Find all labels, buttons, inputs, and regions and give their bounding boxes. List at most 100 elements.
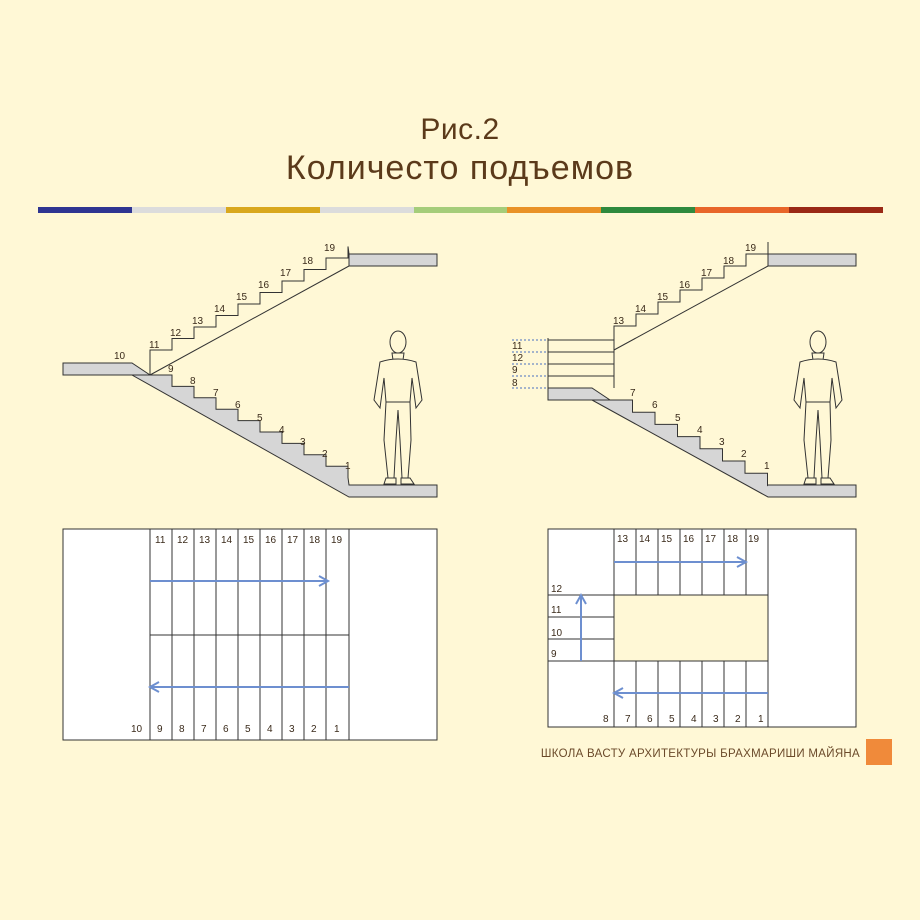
plan-step-number: 5 — [245, 724, 251, 735]
step-number: 4 — [697, 425, 703, 436]
color-stripe-segment — [225, 207, 320, 213]
color-stripe-segment — [38, 207, 132, 213]
lower-flight — [591, 399, 857, 498]
plan-step-number: 10 — [551, 628, 563, 639]
plan-step-number: 8 — [603, 714, 609, 725]
figure-caption: Количесто подъемов — [285, 149, 635, 187]
figure-number: Рис.2 — [420, 113, 500, 146]
plan-step-number: 1 — [334, 724, 340, 735]
step-number: 19 — [745, 243, 757, 254]
color-stripe — [38, 207, 884, 213]
lower-flight — [130, 374, 438, 498]
arrow-head — [575, 592, 587, 605]
plan-step-number: 18 — [727, 534, 739, 545]
color-stripe-segment — [789, 207, 884, 213]
upper-flight-steps — [149, 246, 350, 375]
step-number: 19 — [324, 243, 336, 254]
step-number: 16 — [679, 280, 691, 291]
plan-step-number: 4 — [267, 724, 273, 735]
step-number: 13 — [192, 316, 204, 327]
color-stripe-segment — [319, 207, 414, 213]
upper-flight-soffit — [613, 265, 769, 351]
plan-step-number: 17 — [287, 535, 299, 546]
plan-step-number: 1 — [758, 714, 764, 725]
step-number: 6 — [235, 400, 241, 411]
man-left-foot — [803, 477, 817, 485]
plan-step-number: 3 — [713, 714, 719, 725]
plan-step-number: 11 — [155, 535, 166, 546]
landing-slab — [62, 362, 152, 376]
man-head — [389, 330, 407, 354]
color-stripe-segment — [695, 207, 790, 213]
step-number: 1 — [345, 461, 351, 472]
plan-step-number: 13 — [617, 534, 629, 545]
plan-step-number: 7 — [625, 714, 631, 725]
plan-step-number: 16 — [683, 534, 695, 545]
man-head — [809, 330, 827, 354]
arrow-head — [318, 575, 331, 587]
landing-slab — [547, 387, 612, 401]
step-number: 14 — [635, 304, 647, 315]
step-number: 12 — [170, 328, 182, 339]
upper-slab — [767, 253, 857, 267]
plan-step-number: 15 — [661, 534, 673, 545]
footer-logo-square — [866, 739, 892, 765]
step-number: 18 — [723, 256, 735, 267]
color-stripe-segment — [413, 207, 508, 213]
direction-arrow — [575, 592, 587, 661]
step-number: 5 — [257, 413, 263, 424]
step-number: 2 — [741, 449, 747, 460]
step-number: 6 — [652, 400, 658, 411]
step-number: 18 — [302, 256, 314, 267]
plan-step-number: 14 — [639, 534, 651, 545]
footer-school-name: ШКОЛА ВАСТУ АРХИТЕКТУРЫ БРАХМАРИШИ МАЙЯН… — [540, 748, 860, 760]
plan-step-number: 8 — [179, 724, 185, 735]
step-number: 1 — [764, 461, 770, 472]
step-number: 8 — [512, 378, 518, 389]
plan-step-number: 2 — [311, 724, 317, 735]
direction-arrow — [611, 687, 768, 699]
step-number: 16 — [258, 280, 270, 291]
plan-step-number: 19 — [331, 535, 343, 546]
arrow-head — [611, 687, 624, 699]
plan-step-number: 6 — [223, 724, 229, 735]
color-stripe-segment — [131, 207, 226, 213]
upper-flight-steps — [613, 242, 769, 388]
plan-step-number: 9 — [551, 649, 557, 660]
plan-step-number: 12 — [177, 535, 189, 546]
man-legs — [383, 401, 412, 479]
plan-step-number: 17 — [705, 534, 717, 545]
standing-man-icon — [373, 330, 423, 485]
color-stripe-segment — [507, 207, 602, 213]
direction-arrow — [614, 556, 749, 568]
step-number: 9 — [512, 365, 518, 376]
step-number: 17 — [280, 268, 292, 279]
man-legs — [803, 401, 832, 479]
plan-step-number: 4 — [691, 714, 697, 725]
plan-step-number: 10 — [131, 724, 143, 735]
page-title: Рис.2 Количесто подъемов — [0, 112, 920, 188]
step-number: 2 — [322, 449, 328, 460]
step-number: 11 — [512, 341, 523, 352]
stair-well — [613, 594, 769, 662]
step-number: 4 — [279, 425, 285, 436]
step-number: 7 — [630, 388, 636, 399]
man-left-foot — [383, 477, 397, 485]
arrow-head — [147, 681, 160, 693]
plan-step-number: 6 — [647, 714, 653, 725]
man-torso — [373, 358, 423, 410]
step-number: 14 — [214, 304, 226, 315]
man-right-foot — [400, 477, 415, 485]
step-number: 7 — [213, 388, 219, 399]
plan-step-number: 9 — [157, 724, 163, 735]
step-number: 3 — [300, 437, 306, 448]
step-number: 10 — [114, 351, 126, 362]
plan-step-number: 3 — [289, 724, 295, 735]
plan-step-number: 16 — [265, 535, 277, 546]
plan-step-number: 19 — [748, 534, 760, 545]
